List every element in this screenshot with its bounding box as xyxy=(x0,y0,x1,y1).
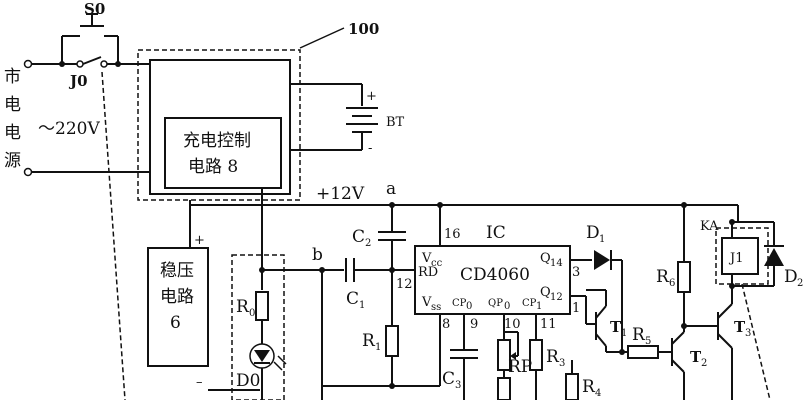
label-d0: D0 xyxy=(236,371,260,391)
label-r6: R xyxy=(656,267,670,287)
label-cp1-sub: 1 xyxy=(536,301,542,312)
label-c2: C xyxy=(352,227,365,247)
mains-terminal-bottom xyxy=(23,167,33,177)
label-mains-2: 电 xyxy=(4,123,21,143)
label-pin1: 1 xyxy=(572,301,580,316)
label-bt-plus: + xyxy=(366,89,377,104)
relay-j1 xyxy=(721,237,759,275)
label-node-a: a xyxy=(386,179,396,199)
label-d2: D xyxy=(784,267,798,287)
label-d1-sub: 1 xyxy=(599,234,605,245)
relay-link-left xyxy=(101,71,126,400)
label-q12: Q xyxy=(540,285,551,300)
label-reg-3: 6 xyxy=(170,313,181,333)
resistor-r6 xyxy=(677,261,691,293)
label-mains-3: 源 xyxy=(4,151,21,171)
label-d2-sub: 2 xyxy=(797,278,803,289)
label-t2-sub: 2 xyxy=(701,358,707,369)
label-c1-sub: 1 xyxy=(359,300,365,311)
label-cp0: CP xyxy=(452,298,467,309)
label-d1: D xyxy=(586,223,600,243)
label-t3: T xyxy=(734,318,746,336)
label-vcc: V xyxy=(421,251,432,266)
label-ic: IC xyxy=(486,223,506,243)
label-t1: T xyxy=(610,318,622,336)
label-node-b: b xyxy=(312,245,323,265)
label-r4: R xyxy=(582,377,596,397)
label-j0: J0 xyxy=(68,72,88,90)
label-t3-sub: 3 xyxy=(745,328,751,339)
switch-s0 xyxy=(59,13,150,68)
label-vcc-sub: cc xyxy=(431,258,443,269)
label-reg-1: 稳压 xyxy=(160,261,194,281)
label-charge-1: 充电控制 xyxy=(183,131,251,151)
label-r3-sub: 3 xyxy=(559,358,565,369)
label-chip: CD4060 xyxy=(460,265,530,285)
label-pin9: 9 xyxy=(470,317,478,332)
label-s0: S0 xyxy=(84,0,105,18)
label-voltage: ～220V xyxy=(38,119,100,139)
label-c2-sub: 2 xyxy=(365,238,371,249)
battery-bt xyxy=(290,83,378,151)
label-r1-sub: 1 xyxy=(375,342,381,353)
resistor-r4 xyxy=(565,373,579,400)
label-cp0-sub: 0 xyxy=(466,301,472,312)
label-r5-sub: 5 xyxy=(645,336,651,347)
label-pin8: 8 xyxy=(442,317,450,332)
label-ka: KA xyxy=(700,219,719,234)
label-qp0-sub: 0 xyxy=(504,301,510,312)
label-c1: C xyxy=(346,289,359,309)
label-r1: R xyxy=(362,331,376,351)
label-r3: R xyxy=(546,347,560,367)
label-t1-sub: 1 xyxy=(621,328,627,339)
label-100: 100 xyxy=(348,20,379,38)
regulator-box xyxy=(147,247,209,367)
label-r0-sub: 0 xyxy=(249,308,255,319)
label-bt: BT xyxy=(386,115,405,130)
label-reg-plus: + xyxy=(194,233,205,248)
label-pin3: 3 xyxy=(572,265,580,280)
label-mains-0: 市 xyxy=(4,67,21,87)
label-q12-sub: 12 xyxy=(550,292,563,303)
label-pin16: 16 xyxy=(444,227,461,242)
label-mains-1: 电 xyxy=(4,95,21,115)
label-r5: R xyxy=(632,325,646,345)
label-pin11: 11 xyxy=(540,317,557,332)
label-c3-sub: 3 xyxy=(455,380,461,391)
label-j1: J1 xyxy=(728,251,743,266)
label-t2: T xyxy=(690,348,702,366)
label-r6-sub: 6 xyxy=(669,278,675,289)
label-rd: RD xyxy=(418,265,438,280)
diode-d1 xyxy=(594,250,610,270)
label-pin10: 10 xyxy=(504,317,521,332)
label-rp: RP xyxy=(508,357,532,377)
label-vss-sub: ss xyxy=(431,302,441,313)
resistor-r1 xyxy=(385,325,399,357)
relay-link-right xyxy=(741,283,771,400)
label-qp0: QP xyxy=(488,298,503,309)
label-q14: Q xyxy=(540,251,551,266)
label-c3: C xyxy=(442,369,455,389)
label-reg-minus: – xyxy=(196,375,203,390)
mains-input xyxy=(23,59,150,177)
label-bt-minus: - xyxy=(368,141,372,156)
resistor-r0 xyxy=(255,291,269,321)
module-100 xyxy=(137,27,345,201)
ic-cd4060 xyxy=(414,245,571,315)
label-vss: V xyxy=(421,295,432,310)
label-r4-sub: 4 xyxy=(595,388,601,399)
label-charge-2: 电路 8 xyxy=(188,157,238,177)
label-pin12: 12 xyxy=(396,277,413,292)
indicator-box xyxy=(231,254,285,400)
mains-terminal-top xyxy=(23,59,33,69)
resistor-r5 xyxy=(627,345,659,359)
label-12v: +12V xyxy=(316,184,365,204)
label-cp1: CP xyxy=(522,298,537,309)
label-reg-2: 电路 xyxy=(160,287,194,307)
charge-control-box xyxy=(164,117,282,189)
label-r0: R xyxy=(236,297,250,317)
label-q14-sub: 14 xyxy=(550,258,563,269)
